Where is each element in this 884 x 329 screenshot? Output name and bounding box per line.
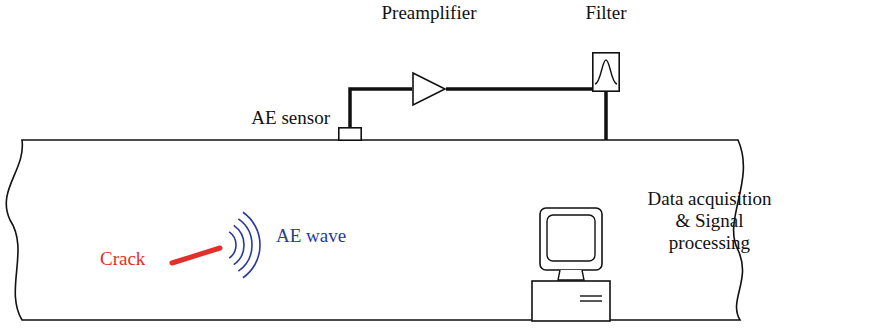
filter-box: Filter bbox=[592, 52, 620, 92]
specimen-body: Crack AE wave bbox=[0, 140, 752, 322]
ae-sensor: AE sensor bbox=[338, 127, 362, 141]
signal-wire bbox=[350, 89, 412, 127]
preamplifier-label: Preamplifier bbox=[382, 2, 477, 24]
sensor-label: AE sensor bbox=[251, 107, 330, 129]
preamplifier-triangle-outline bbox=[412, 72, 446, 106]
specimen-body-outline bbox=[0, 140, 752, 322]
filter-label: Filter bbox=[585, 2, 626, 24]
ae-sensor-outline bbox=[338, 127, 362, 141]
wave-label: AE wave bbox=[276, 225, 346, 247]
crack-label: Crack bbox=[100, 248, 145, 270]
computer-icon-outline bbox=[530, 206, 612, 324]
signal-wire bbox=[446, 87, 592, 91]
computer-icon: Data acquisition & Signal processing bbox=[530, 206, 612, 324]
filter-box-outline bbox=[592, 52, 620, 92]
preamplifier-triangle: Preamplifier bbox=[412, 72, 446, 106]
processing-label: Data acquisition & Signal processing bbox=[640, 188, 779, 254]
